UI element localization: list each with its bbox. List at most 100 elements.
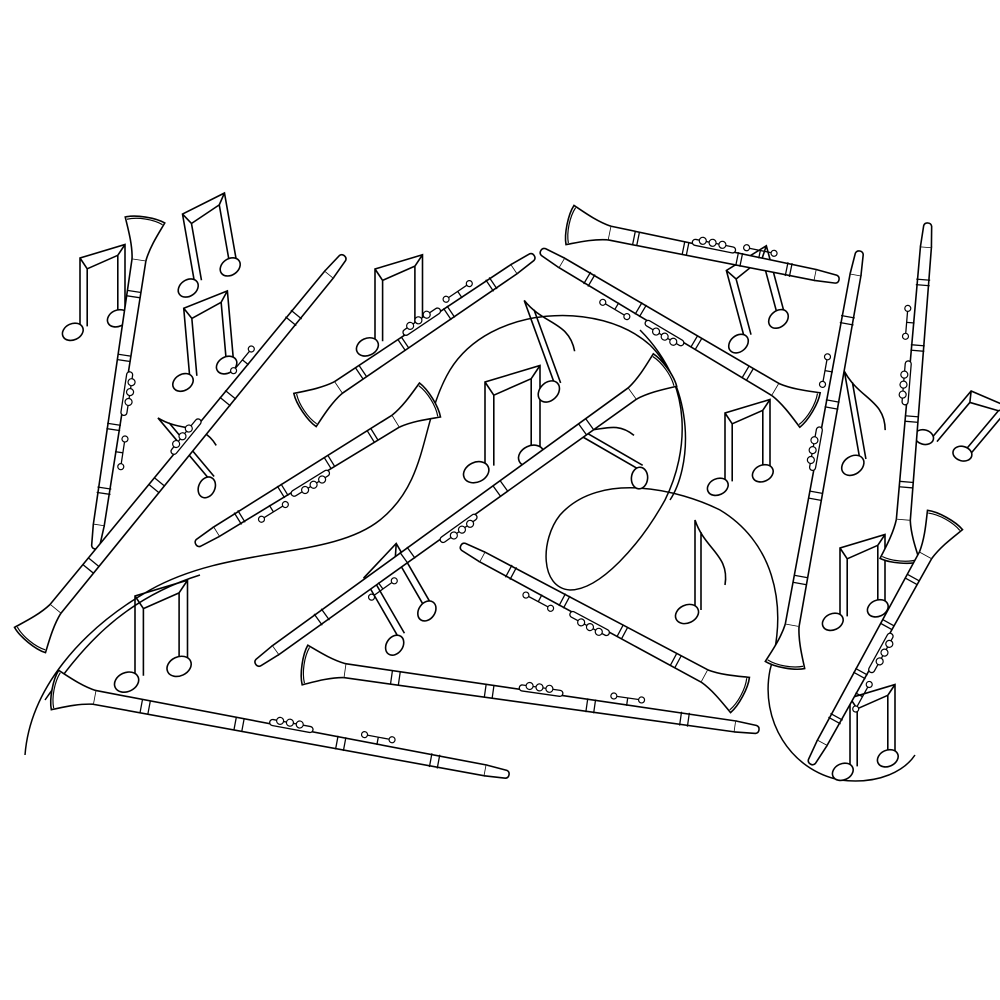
clarinet-ring [486,280,494,292]
clarinet-ring [825,407,839,409]
clarinet-ring [742,366,749,378]
clarinet-ring [401,337,409,349]
clarinet-ring [443,308,451,320]
note-head [705,475,731,499]
clarinet-ring [586,698,588,712]
clarinet-ring [83,564,94,573]
clarinet-key [545,685,553,693]
clarinet-ring [148,484,159,493]
clarinet-key [547,604,555,612]
beamed-eighth-note [820,535,891,634]
clarinet-body [271,388,636,656]
note-head [830,760,856,784]
clarinet-key [536,683,544,691]
clarinet-key [699,237,707,245]
clarinet-ring [324,457,331,469]
clarinet-key [880,648,890,658]
clarinet-ring [355,368,363,380]
clarinet [563,205,843,300]
clarinet-key [126,388,134,396]
clarinet [75,214,165,552]
note-head [838,451,868,480]
clarinet-key [526,682,534,690]
clarinet-ring [584,272,591,284]
clarinet-bell [119,214,165,263]
clarinet-ring [500,480,508,491]
beamed-eighth-note [703,244,798,358]
clarinet-body [479,551,708,683]
clarinet-key [309,480,319,490]
note-head [195,474,219,500]
clarinet-bell [291,371,349,428]
clarinet-bell [13,596,71,655]
clarinet-key [807,456,815,464]
clarinet-ring [675,656,682,668]
clarinet-ring [826,400,840,402]
clarinet-ring [830,713,842,720]
clarinet-key [905,305,911,311]
clarinet-key [229,366,237,374]
clarinet-key [585,622,594,631]
clarinets-layer [13,205,964,795]
clarinet-key [465,279,473,287]
clarinet-bell [48,670,98,717]
clarinet-ring [691,335,698,347]
beamed-eighth-note [160,192,248,302]
clarinet-ring [736,252,739,266]
clarinet-key [247,345,255,353]
clarinet-ring [154,477,165,486]
clarinet-ring [828,717,840,724]
clarinet-body [334,263,518,393]
clarinet-ring [234,513,241,525]
clarinet-key [899,391,907,399]
note-head [414,597,440,624]
clarinet-ring [429,753,432,767]
clarinet-key [178,431,188,441]
clarinet-ring [234,717,237,731]
clarinet-key [117,463,124,470]
note-head [820,610,846,634]
clarinet-ring [437,755,440,769]
note-head [60,320,86,344]
clarinet-key [128,378,136,386]
clarinet-mouthpiece [325,252,349,278]
clarinet-ring [617,625,624,637]
clarinet-ring [291,310,302,319]
clarinet-bell [385,381,443,438]
clarinet-key [390,577,398,585]
clarinet-ring [367,431,374,443]
clarinet-mouthpiece [806,740,827,766]
clarinet-key [296,720,304,728]
clarinet-key [718,241,726,249]
clarinet-ring [695,338,702,350]
clarinet-key [623,312,631,320]
clarinet-ring [225,390,236,399]
clarinet-ring [621,627,628,639]
clarinet-ring [740,253,743,267]
clarinet-key [599,298,607,306]
clarinet-mouthpiece [734,721,759,735]
clarinet-key [367,593,375,601]
clarinet-key [668,337,678,347]
clarinet-ring [328,455,335,467]
clarinet-key [317,475,327,485]
swirl-curve [640,330,685,500]
clarinet [793,508,964,774]
clarinet-key [281,500,289,508]
clarinet-ring [910,350,924,351]
clarinet-ring [148,701,151,715]
clarinet-ring [407,547,415,558]
clarinet-key [651,327,661,337]
clarinet-mouthpiece [484,765,510,780]
clarinet-ring [359,365,367,377]
clarinet-key [824,353,831,360]
clarinet-key [361,731,368,738]
clarinet-ring [489,277,497,289]
clarinet-ring [682,241,685,255]
clarinet-ring [840,323,854,325]
clarinet-ring [88,558,99,567]
clarinet-key [809,446,817,454]
clarinet-body [92,258,146,526]
clarinet-ring [336,736,339,750]
clarinet-key [885,639,895,649]
